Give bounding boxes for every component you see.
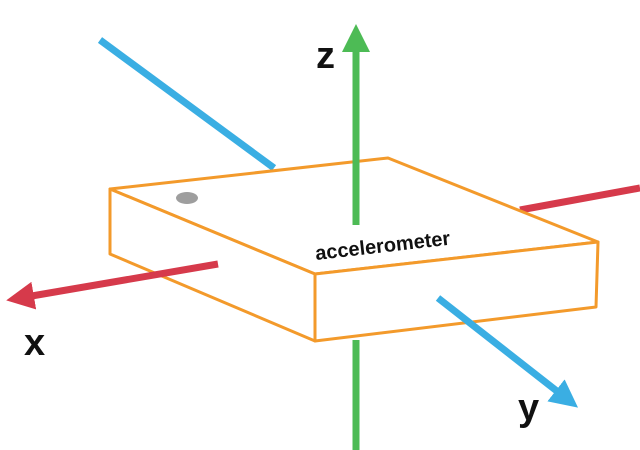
y-axis-label: y xyxy=(518,387,539,429)
y-axis-back-segment xyxy=(97,37,277,171)
z-axis-label: z xyxy=(316,35,335,77)
x-axis-back-segment xyxy=(519,184,640,214)
x-axis-arrow xyxy=(6,260,219,310)
orientation-dot xyxy=(176,192,198,204)
x-axis-label: x xyxy=(24,322,45,364)
box-front-face xyxy=(313,240,600,343)
y-axis-arrow xyxy=(435,295,579,408)
